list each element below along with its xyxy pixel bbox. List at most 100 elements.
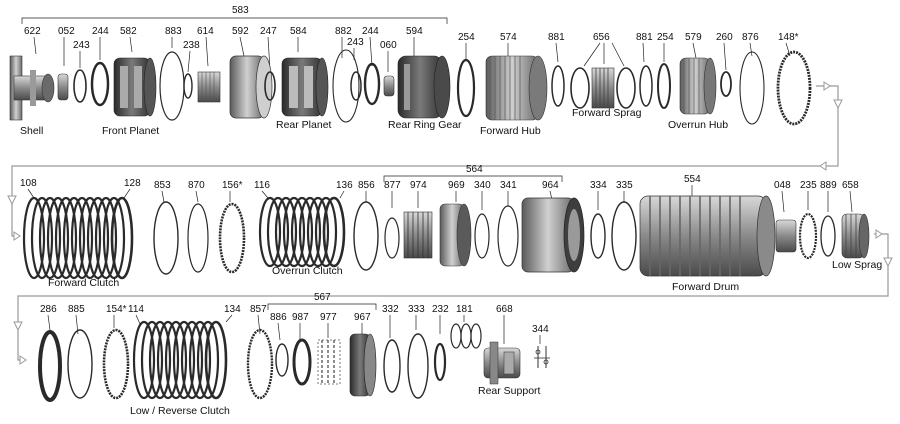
part-label: 243 (347, 37, 364, 48)
part-label: 614 (197, 26, 214, 37)
part-856 (353, 201, 379, 271)
overrun-hub-part-579 (679, 57, 717, 115)
rear-ring-gear-part-594 (397, 55, 451, 119)
part-244 (90, 61, 110, 107)
part-881b (639, 65, 653, 107)
part-label: 668 (496, 304, 513, 315)
part-label: 128 (124, 178, 141, 189)
leader-line (33, 36, 791, 73)
part-label: 592 (232, 26, 249, 37)
part-048 (775, 219, 797, 253)
forward-clutch-pack (22, 196, 134, 280)
part-label: 116 (254, 180, 270, 191)
part-label: 883 (165, 26, 182, 37)
part-label: 876 (742, 32, 759, 43)
part-335 (611, 201, 637, 271)
caption-forward-clutch: Forward Clutch (48, 277, 119, 289)
caption-forward-hub: Forward Hub (480, 125, 541, 137)
low-sprag-part-658 (841, 213, 870, 259)
part-286 (38, 330, 62, 402)
part-883 (159, 51, 185, 121)
part-label: 232 (432, 304, 449, 315)
part-label: 622 (24, 26, 41, 37)
part-235 (798, 212, 818, 260)
part-label: 969 (448, 180, 465, 191)
part-label: 656 (593, 32, 610, 43)
caption-low-reverse-clutch: Low / Reverse Clutch (130, 405, 230, 417)
part-592 (229, 55, 273, 119)
part-333 (407, 333, 429, 399)
part-label: 870 (188, 180, 205, 191)
part-label: 340 (474, 180, 491, 191)
part-label: 987 (292, 312, 309, 323)
part-label: 886 (270, 312, 287, 323)
part-870 (187, 203, 209, 273)
part-label: 156* (222, 180, 243, 191)
part-340 (474, 213, 490, 259)
part-label: 967 (354, 312, 371, 323)
part-964 (521, 197, 585, 273)
part-154 (102, 328, 130, 400)
part-label: 286 (40, 304, 57, 315)
caption-shell: Shell (20, 125, 43, 137)
front-planet-part-582 (113, 57, 157, 117)
part-label: 334 (590, 180, 607, 191)
part-label: 341 (500, 180, 517, 191)
part-label: 882 (335, 26, 352, 37)
part-label: 235 (800, 180, 817, 191)
caption-low-sprag: Low Sprag (832, 259, 882, 271)
part-label: 260 (716, 32, 733, 43)
part-254 (456, 58, 476, 118)
part-052 (57, 73, 69, 101)
part-label: 108 (20, 178, 37, 189)
part-label: 244 (92, 26, 109, 37)
part-label: 333 (408, 304, 425, 315)
part-332 (383, 339, 401, 393)
part-060 (383, 75, 395, 97)
part-148 (776, 50, 812, 126)
part-876 (739, 51, 765, 125)
part-232 (433, 342, 447, 382)
caption-overrun-clutch: Overrun Clutch (272, 265, 343, 277)
bracket-583 (21, 17, 448, 24)
part-label: 136 (336, 180, 353, 191)
part-344 (534, 346, 550, 368)
rear-planet-part-584 (281, 57, 329, 117)
part-label: 254 (458, 32, 475, 43)
part-label: 148* (778, 32, 799, 43)
part-886 (275, 343, 289, 377)
caption-forward-drum: Forward Drum (672, 281, 739, 293)
flow-arrow-row1-row2 (7, 81, 843, 241)
bracket-label-564: 564 (466, 164, 483, 175)
part-889 (820, 215, 836, 257)
part-label: 881 (548, 32, 565, 43)
part-967 (349, 333, 377, 397)
part-label: 857 (250, 304, 267, 315)
part-label: 574 (500, 32, 517, 43)
part-969 (439, 203, 472, 267)
part-181 (450, 323, 482, 349)
part-label: 977 (320, 312, 337, 323)
part-156 (218, 202, 246, 274)
part-853 (153, 201, 179, 275)
part-label: 579 (685, 32, 702, 43)
part-247 (264, 71, 276, 101)
part-label: 243 (73, 40, 90, 51)
part-341 (497, 205, 519, 267)
part-label: 114 (128, 304, 144, 315)
part-label: 584 (290, 26, 307, 37)
part-label: 244 (362, 26, 379, 37)
part-label: 154* (106, 304, 127, 315)
caption-forward-sprag: Forward Sprag (572, 107, 642, 119)
part-244b (363, 62, 381, 106)
row-2: 564 108 128 853 870 156* 116 136 856 877… (20, 164, 882, 293)
part-label: 052 (58, 26, 75, 37)
part-977 (317, 339, 341, 385)
part-label: 881 (636, 32, 653, 43)
part-label: 181 (456, 304, 473, 315)
part-label: 048 (774, 180, 791, 191)
rear-support-part-668 (483, 341, 521, 385)
row-1: 583 622 052 243 244 582 883 238 614 592 … (9, 5, 812, 137)
leader-line (27, 185, 853, 213)
